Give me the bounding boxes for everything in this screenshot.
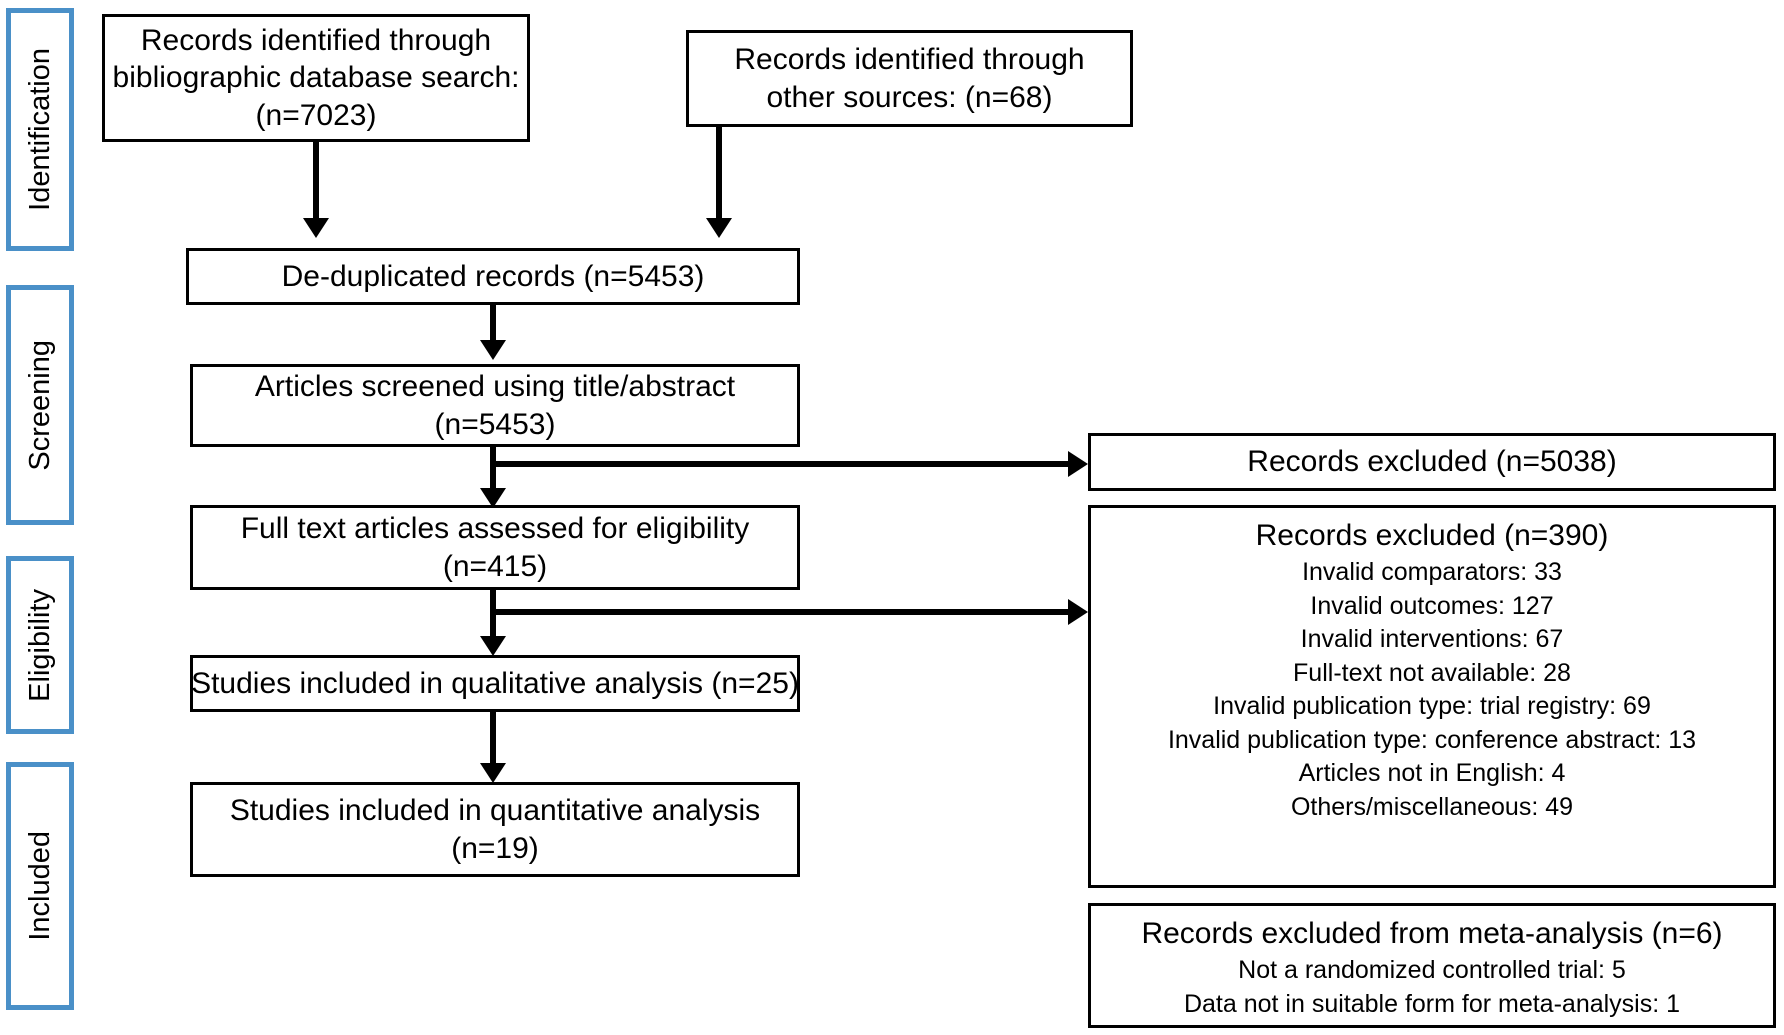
connector-fulltext-to-qualitative-arrow [480,636,506,656]
box-records-excluded-eligibility: Records excluded (n=390) Invalid compara… [1088,505,1776,888]
box-studies-qualitative: Studies included in qualitative analysis… [190,655,800,712]
stage-label-eligibility-text: Eligibility [23,588,56,702]
exclusion-reason-item: Articles not in English: 4 [1298,759,1566,787]
box-records-excluded-screening-header: Records excluded (n=5038) [1247,445,1617,479]
box-studies-qualitative-line-1: Studies included in qualitative analysis… [191,666,799,700]
box-fulltext-line-2: (n=415) [442,549,548,583]
stage-label-included: Included [6,762,74,1010]
exclusion-reason-item: Invalid outcomes: 127 [1310,591,1554,620]
box-articles-screened-line-2: (n=5453) [434,407,556,441]
connector-database-to-dedup-line [313,142,319,220]
box-records-excluded-meta-analysis: Records excluded from meta-analysis (n=6… [1088,903,1776,1028]
box-studies-quantitative: Studies included in quantitative analysi… [190,782,800,877]
exclusion-reason-item: Invalid publication type: conference abs… [1167,725,1697,754]
box-records-database-line-3: (n=7023) [255,98,377,132]
connector-fulltext-to-excluded-arrow [1068,599,1088,625]
connector-dedup-to-screened-arrow [480,340,506,360]
box-records-other-line-1: Records identified through [734,43,1085,77]
connector-database-to-dedup-arrow [303,218,329,238]
box-deduplicated-line-1: De-duplicated records (n=5453) [281,259,705,293]
exclusion-reason-item: Others/miscellaneous: 49 [1290,792,1574,821]
box-studies-quantitative-line-2: (n=19) [451,831,539,865]
box-studies-quantitative-line-1: Studies included in quantitative analysi… [229,794,761,828]
box-records-excluded-eligibility-header: Records excluded (n=390) [1255,519,1609,552]
connector-fulltext-to-excluded-line [496,609,1071,615]
meta-exclusion-reason-item: Not a randomized controlled trial: 5 [1238,956,1626,984]
connector-other-to-dedup-arrow [706,218,732,238]
box-records-excluded-screening: Records excluded (n=5038) [1088,433,1776,491]
box-records-identified-other: Records identified through other sources… [686,30,1133,127]
connector-screened-to-excluded-line [496,461,1071,467]
box-records-excluded-meta-header: Records excluded from meta-analysis (n=6… [1141,917,1723,950]
exclusion-reason-item: Full-text not available: 28 [1293,658,1571,687]
connector-fulltext-to-qualitative-line [490,590,496,640]
meta-exclusion-reason-item: Data not in suitable form for meta-analy… [1183,989,1681,1018]
connector-screened-to-excluded-arrow [1068,451,1088,477]
stage-label-identification: Identification [6,8,74,251]
connector-screened-to-fulltext-arrow [480,488,506,508]
box-records-other-line-2: other sources: (n=68) [766,80,1053,114]
box-records-identified-database: Records identified through bibliographic… [102,14,530,142]
stage-label-included-text: Included [23,831,56,941]
box-records-database-line-2: bibliographic database search: [112,61,520,95]
connector-screened-to-fulltext-line [490,447,496,492]
stage-label-screening-text: Screening [23,339,56,471]
connector-qualitative-to-quantitative-arrow [480,763,506,783]
connector-qualitative-to-quantitative-line [490,712,496,767]
box-articles-screened: Articles screened using title/abstract (… [190,364,800,447]
stage-label-eligibility: Eligibility [6,556,74,734]
box-records-database-line-1: Records identified through [140,24,492,58]
exclusion-reason-item: Invalid publication type: trial registry… [1213,692,1651,720]
box-fulltext-line-1: Full text articles assessed for eligibil… [240,512,750,546]
box-fulltext-assessed: Full text articles assessed for eligibil… [190,505,800,590]
stage-label-screening: Screening [6,285,74,525]
box-deduplicated-records: De-duplicated records (n=5453) [186,248,800,305]
exclusion-reason-item: Invalid interventions: 67 [1300,625,1564,653]
exclusion-reason-item: Invalid comparators: 33 [1302,558,1562,586]
connector-dedup-to-screened-line [490,305,496,343]
connector-other-to-dedup-line [716,127,722,220]
box-articles-screened-line-1: Articles screened using title/abstract [254,370,736,404]
stage-label-identification-text: Identification [23,48,56,211]
